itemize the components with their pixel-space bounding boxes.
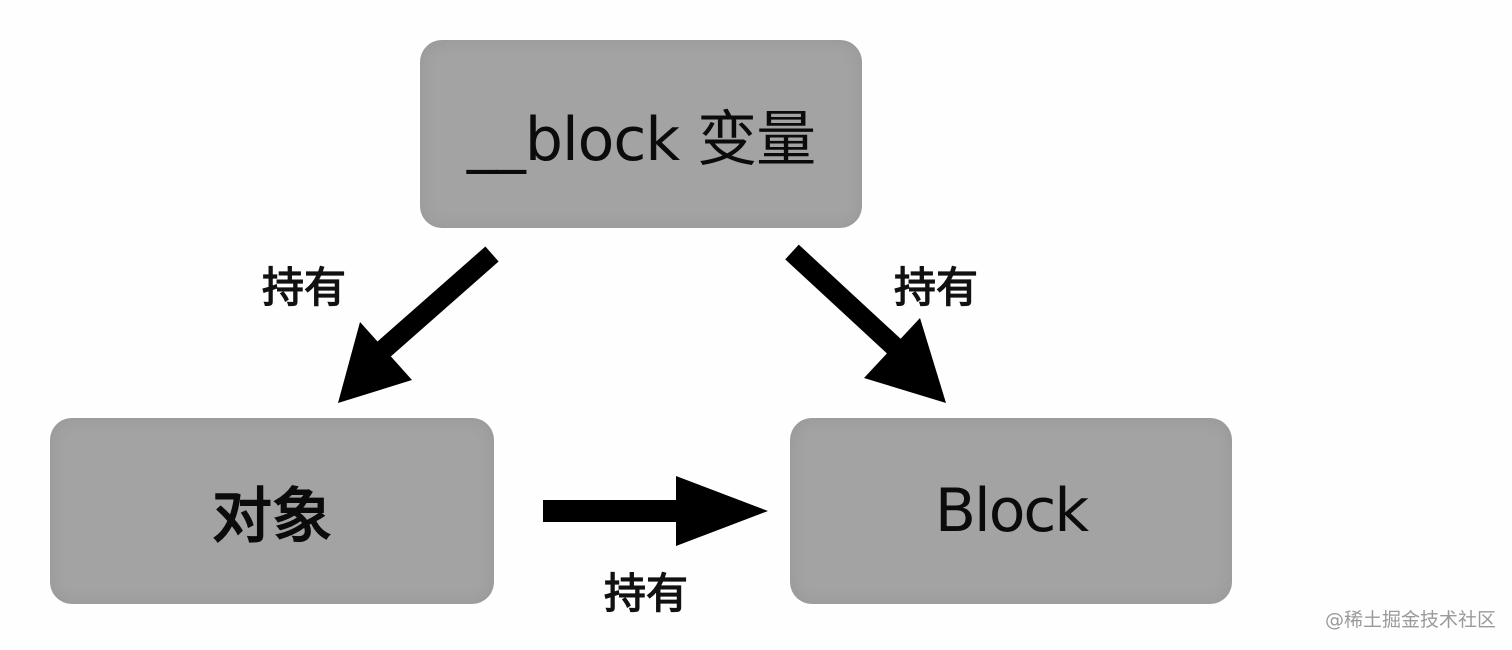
edge-label-block-variable-to-block: 持有 (894, 263, 979, 312)
node-block-variable: __block 变量 (420, 40, 862, 228)
arrow-block-variable-to-block (785, 244, 946, 403)
node-object-label: 对象 (212, 481, 332, 552)
edge-label-object-to-block: 持有 (604, 569, 689, 618)
arrow-block-variable-to-object (338, 246, 499, 403)
node-block: Block (790, 418, 1232, 604)
edge-label-block-variable-to-object: 持有 (262, 263, 347, 312)
node-object: 对象 (50, 418, 494, 604)
watermark-text: @稀土掘金技术社区 (1324, 609, 1496, 631)
node-block-label: Block (934, 476, 1089, 546)
arrow-object-to-block (543, 476, 768, 546)
node-block-variable-label: __block 变量 (466, 104, 816, 175)
